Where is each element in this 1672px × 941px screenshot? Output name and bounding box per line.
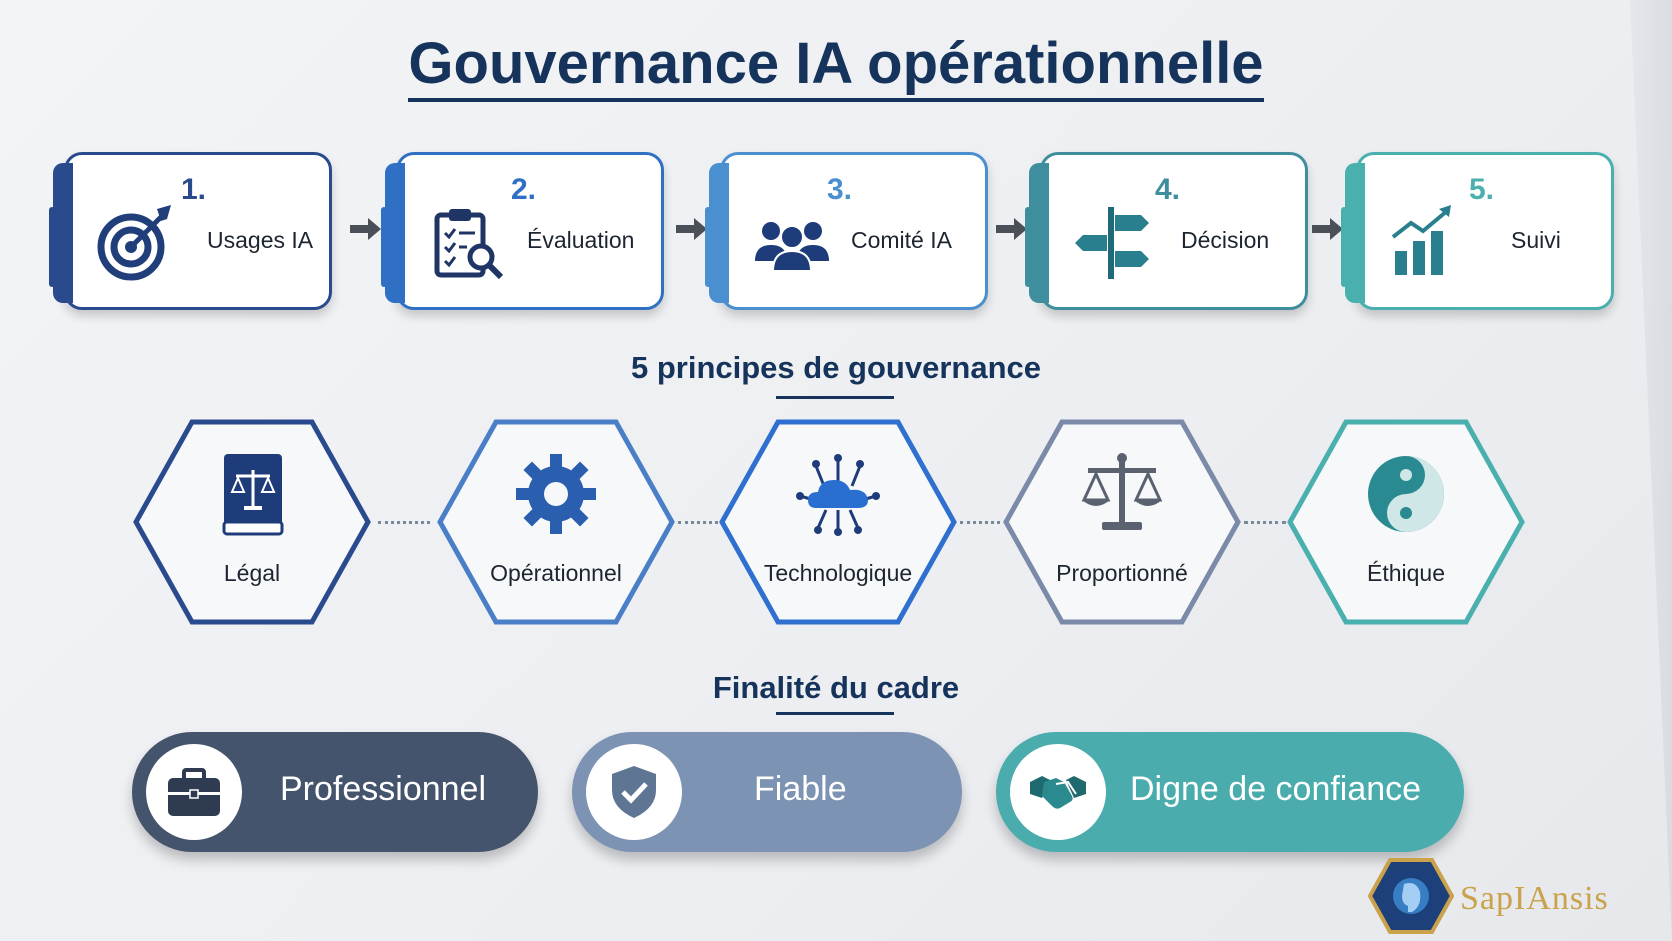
purpose-label: Fiable: [754, 770, 847, 808]
purpose-fiable: Fiable: [572, 732, 962, 852]
connector-dots: [960, 521, 1000, 524]
step-card-decision: 4. Décision: [1025, 152, 1308, 310]
step-number: 5.: [1469, 173, 1495, 206]
step-label: Usages IA: [207, 227, 314, 253]
principle-label: Proportionné: [1056, 560, 1188, 586]
logo-text: SapIAnsis: [1460, 880, 1609, 917]
signpost-icon: [1075, 207, 1149, 279]
handshake-icon: [1030, 776, 1086, 809]
principle-legal: Légal: [132, 418, 372, 626]
principle-label: Éthique: [1366, 560, 1445, 586]
connector-dots: [378, 521, 430, 524]
logo-hexagon-icon: [1368, 858, 1454, 934]
arrow-right-icon: [996, 218, 1027, 240]
growth-chart-icon: [1391, 205, 1451, 275]
briefcase-icon: [168, 768, 220, 816]
purpose-professionnel: Professionnel: [132, 732, 538, 852]
principle-technologique: Technologique: [718, 418, 958, 626]
principle-proportionne: Proportionné: [1002, 418, 1242, 626]
purpose-label: Professionnel: [280, 770, 487, 808]
connector-dots: [678, 521, 718, 524]
shield-check-icon: [612, 766, 656, 818]
law-book-icon: [222, 454, 284, 536]
page-title: Gouvernance IA opérationnelle: [0, 30, 1672, 102]
principle-label: Technologique: [763, 560, 913, 586]
scales-icon: [1081, 453, 1163, 530]
principles-title-underline: [776, 396, 894, 399]
step-card-evaluation: 2. Évaluation: [381, 152, 664, 310]
arrow-right-icon: [676, 218, 707, 240]
purpose-label: Digne de confiance: [1130, 770, 1422, 808]
sapiansis-logo: SapIAnsis: [1368, 858, 1628, 934]
principle-label: Légal: [223, 560, 281, 586]
principles-title: 5 principes de gouvernance: [630, 350, 1042, 385]
step-label: Comité IA: [851, 227, 952, 253]
step-card-usages: 1. Usages IA: [49, 152, 332, 310]
arrow-right-icon: [350, 218, 381, 240]
purpose-digne-de-confiance: Digne de confiance: [996, 732, 1464, 852]
purpose-title-underline: [776, 712, 894, 715]
clipboard-search-icon: [434, 209, 504, 280]
step-label: Décision: [1181, 227, 1270, 253]
step-label: Suivi: [1511, 227, 1561, 253]
step-card-suivi: 5. Suivi: [1341, 152, 1614, 310]
gear-icon: [516, 454, 596, 534]
purpose-title: Finalité du cadre: [712, 670, 960, 705]
step-number: 3.: [827, 173, 853, 206]
background-shade: [1630, 0, 1672, 941]
principle-operationnel: Opérationnel: [436, 418, 676, 626]
step-number: 4.: [1155, 173, 1181, 206]
connector-dots: [1244, 521, 1286, 524]
group-icon: [755, 222, 829, 272]
step-label: Évaluation: [527, 227, 635, 253]
principle-label: Opérationnel: [490, 560, 622, 586]
target-icon: [97, 205, 171, 281]
yin-yang-icon: [1368, 456, 1444, 532]
step-number: 1.: [181, 173, 207, 206]
step-number: 2.: [511, 173, 537, 206]
step-card-comite: 3. Comité IA: [705, 152, 988, 310]
arrow-right-icon: [1312, 218, 1343, 240]
cloud-network-icon: [796, 454, 880, 536]
principle-ethique: Éthique: [1286, 418, 1526, 626]
